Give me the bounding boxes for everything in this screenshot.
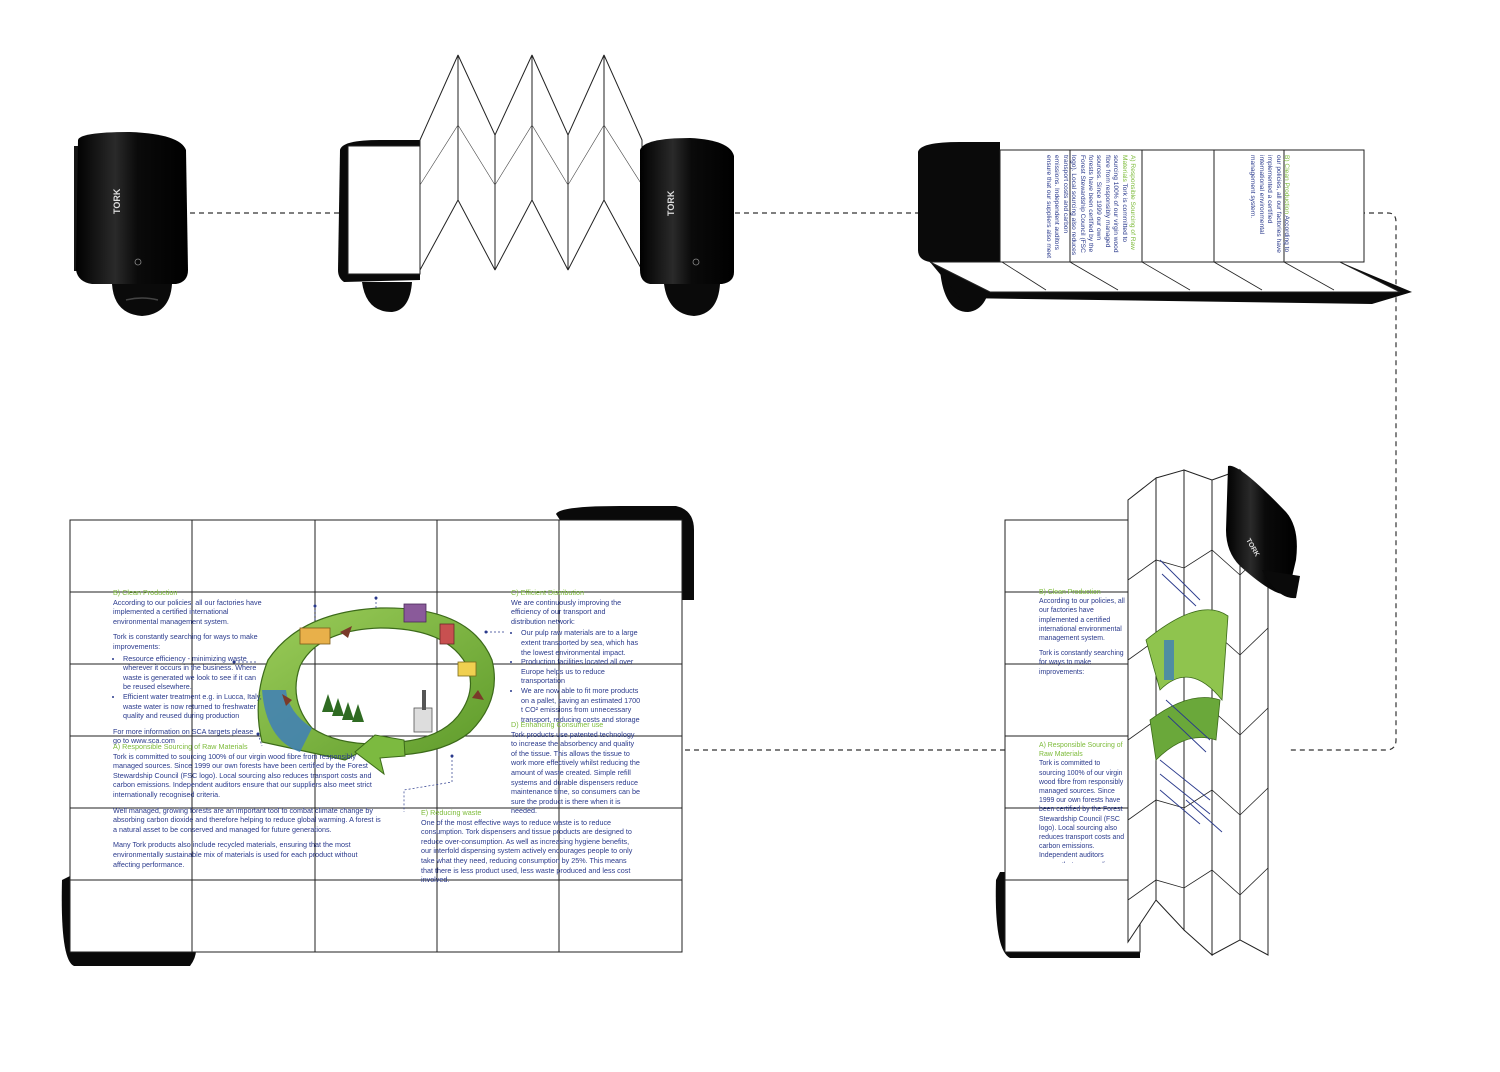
- section-b-intro: According to our policies, all our facto…: [113, 597, 262, 626]
- section-d-heading: D) Enhancing Consumer use: [511, 720, 604, 729]
- sca-logo-1: [134, 258, 142, 266]
- section-e-reducing-waste: E) Reducing waste One of the most effect…: [421, 808, 633, 891]
- tork-logo-1: TORK: [112, 188, 122, 214]
- step4-section-a-text: A) Responsible Sourcing of Raw Materials…: [1039, 741, 1125, 863]
- paper-fan: [419, 54, 643, 271]
- section-b-bullet-1: Resource efficiency - minimizing waste w…: [123, 654, 263, 692]
- step4-section-a-heading: A) Responsible Sourcing of Raw Materials: [1039, 742, 1123, 759]
- section-b-bullet-2: Efficient water treatment e.g. in Lucca,…: [123, 692, 263, 721]
- dispenser-step-2: TORK: [338, 54, 734, 316]
- step3-section-b-vertical: B) Clean Production According to our pol…: [1222, 155, 1290, 259]
- step3-section-b-heading: B) Clean Production: [1283, 155, 1290, 215]
- section-c-bullet-1: Our pulp raw materials are to a large ex…: [521, 628, 641, 657]
- section-c-intro: We are continuously improving the effici…: [511, 597, 622, 626]
- sca-logo-2: [692, 258, 700, 266]
- section-a-paragraph-2: Well managed, growing forests are an imp…: [113, 805, 381, 834]
- section-a-heading: A) Responsible Sourcing of Raw Materials: [113, 742, 248, 751]
- section-d-consumer-use: D) Enhancing Consumer use Tork products …: [511, 720, 641, 822]
- dispenser-step-1: TORK: [74, 132, 188, 316]
- section-b-more-info: For more information on SCA targets plea…: [113, 726, 254, 746]
- leader-lines: [234, 598, 506, 812]
- step3-section-a-body: Tork is committed to sourcing 100% of ou…: [1046, 155, 1128, 258]
- lifecycle-ring-illustration: [257, 603, 495, 776]
- unfolded-sheet-step-3: [918, 142, 1412, 312]
- section-b-clean-production: B) Clean Production According to our pol…: [113, 588, 263, 752]
- step3-section-a-vertical: A) Responsible Sourcing of Raw Materials…: [1046, 155, 1136, 259]
- section-a-paragraph-1: Tork is committed to sourcing 100% of ou…: [113, 751, 372, 799]
- step4-section-b-search: Tork is constantly searching for ways to…: [1039, 650, 1124, 676]
- section-b-heading: B) Clean Production: [113, 588, 178, 597]
- tork-logo-2: TORK: [666, 190, 676, 216]
- step4-section-b-heading: B) Clean Production: [1039, 589, 1101, 596]
- section-d-body: Tork products use patented technology to…: [511, 729, 641, 816]
- step4-section-b-intro: According to our policies, all our facto…: [1039, 598, 1125, 643]
- section-b-search: Tork is constantly searching for ways to…: [113, 632, 258, 651]
- section-e-body: One of the most effective ways to reduce…: [421, 817, 633, 885]
- refolding-sheet-step-4: TORK: [995, 465, 1300, 958]
- section-a-responsible-sourcing: A) Responsible Sourcing of Raw Materials…: [113, 742, 383, 875]
- section-c-bullet-3: We are now able to fit more products on …: [521, 686, 641, 724]
- flat-sheet-step-5: [61, 506, 694, 966]
- section-c-bullet-2: Production facilities located all over E…: [521, 657, 641, 686]
- section-c-heading: C) Efficient Distribution: [511, 588, 584, 597]
- process-connector-lines: [190, 212, 1397, 751]
- step4-section-a-paragraph-1: Tork is committed to sourcing 100% of ou…: [1039, 760, 1125, 863]
- section-e-heading: E) Reducing waste: [421, 808, 482, 817]
- step4-section-b-text: B) Clean Production According to our pol…: [1039, 588, 1125, 734]
- section-a-paragraph-3: Many Tork products also include recycled…: [113, 840, 358, 869]
- section-c-efficient-distribution: C) Efficient Distribution We are continu…: [511, 588, 641, 730]
